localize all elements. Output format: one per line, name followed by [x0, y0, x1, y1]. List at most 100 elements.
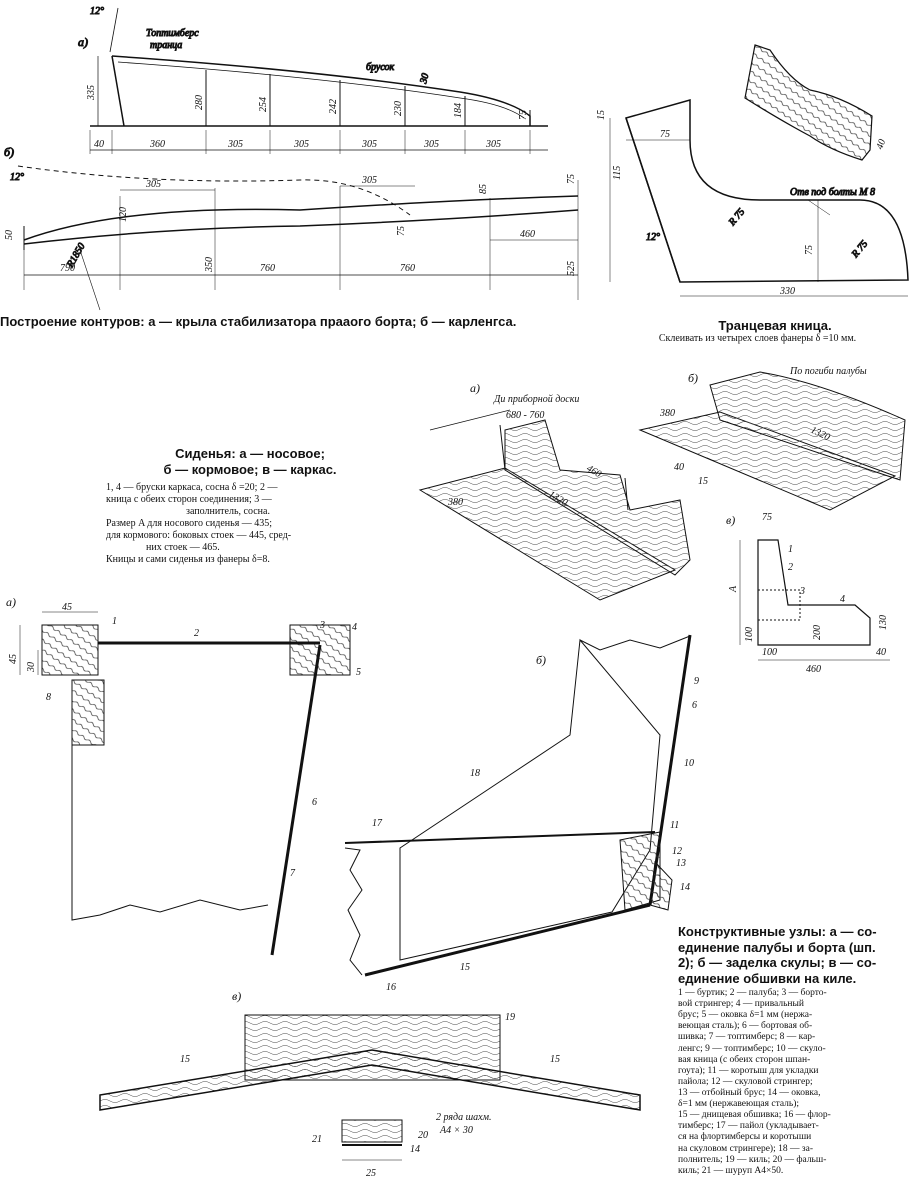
karlengs-dims: 50 305 120 305 85 75 75 460 525 350 790 … — [4, 174, 577, 276]
svg-text:б): б) — [536, 653, 546, 667]
wing-height-dims: 335 280 254 242 230 184 75 — [86, 85, 529, 120]
svg-text:2: 2 — [788, 562, 793, 573]
wing-contour-drawing: а) 12° Топтимберс транца брусок 30 — [78, 6, 548, 154]
svg-text:200: 200 — [812, 625, 823, 640]
node-a-drawing: а) — [6, 595, 351, 956]
svg-text:305: 305 — [145, 179, 161, 190]
bow-seat-drawing: а) Ди приборной доски 680 - 760 — [418, 381, 691, 601]
svg-text:2 ряда шахм.: 2 ряда шахм. — [436, 1112, 491, 1123]
svg-text:760: 760 — [260, 263, 275, 274]
svg-text:40: 40 — [94, 139, 104, 150]
svg-text:15: 15 — [460, 962, 470, 973]
svg-text:305: 305 — [361, 175, 377, 186]
svg-text:360: 360 — [149, 139, 165, 150]
angle-label: 12° — [90, 6, 104, 17]
svg-text:115: 115 — [612, 166, 623, 180]
svg-text:790: 790 — [60, 263, 75, 274]
toptimbers-label-2: транца — [150, 40, 182, 51]
svg-text:14: 14 — [680, 882, 690, 893]
contours-caption: Построение контуров: а — крыла стабилиза… — [0, 314, 517, 329]
svg-text:100: 100 — [744, 627, 755, 642]
svg-text:75: 75 — [518, 110, 529, 120]
svg-text:б): б) — [688, 371, 698, 385]
bolt-holes-label: Отв под болты М 8 — [790, 187, 875, 198]
node-b-drawing: б) — [344, 634, 692, 977]
svg-text:15: 15 — [596, 110, 607, 120]
svg-text:25: 25 — [366, 1168, 376, 1179]
svg-text:184: 184 — [453, 103, 464, 118]
svg-text:а): а) — [470, 381, 480, 395]
svg-text:30: 30 — [418, 72, 431, 85]
transom-caption: Транцевая кница. — [718, 318, 832, 333]
svg-text:75: 75 — [660, 129, 670, 140]
svg-text:R 75: R 75 — [726, 207, 747, 229]
svg-text:460: 460 — [520, 229, 535, 240]
svg-text:а): а) — [6, 595, 16, 609]
svg-text:20: 20 — [418, 1130, 428, 1141]
svg-text:460: 460 — [806, 664, 821, 675]
svg-text:85: 85 — [478, 184, 489, 194]
svg-text:330: 330 — [779, 286, 795, 297]
svg-text:8: 8 — [46, 692, 51, 703]
svg-text:15: 15 — [180, 1054, 190, 1065]
svg-text:130: 130 — [878, 615, 889, 630]
svg-text:254: 254 — [258, 97, 269, 112]
svg-text:45: 45 — [8, 654, 19, 664]
svg-text:2: 2 — [194, 628, 199, 639]
node-c-parts: 19 15 15 20 21 14 2 ряда шахм. А4 × 30 2… — [180, 1012, 560, 1179]
svg-text:380: 380 — [659, 408, 675, 419]
dashboard-label: Ди приборной доски — [493, 394, 579, 405]
svg-text:А4 × 30: А4 × 30 — [439, 1125, 473, 1136]
svg-text:75: 75 — [762, 512, 772, 523]
svg-text:40: 40 — [874, 138, 888, 151]
svg-text:760: 760 — [400, 263, 415, 274]
node-b-parts: 9 6 10 11 12 13 14 15 16 17 18 — [372, 676, 699, 993]
svg-text:40: 40 — [876, 647, 886, 658]
nodes-legend: 1 — буртик; 2 — палуба; 3 — борто- вой с… — [678, 988, 831, 1176]
toptimbers-label-1: Топтимберс — [146, 28, 199, 39]
nodes-caption: Конструктивные узлы: а — со- единение па… — [678, 924, 877, 986]
karlengs-drawing: б) 12° R1850 — [4, 145, 579, 311]
svg-text:525: 525 — [566, 261, 577, 276]
node-c-drawing: в) — [99, 989, 641, 1161]
seats-caption-2: б — кормовое; в — каркас. — [163, 462, 337, 477]
svg-text:3: 3 — [319, 620, 325, 631]
brusok-label: брусок — [366, 62, 395, 73]
seat-frame-dims: 75 100 200 130 100 40 460 — [744, 512, 889, 675]
label-a-wing: а) — [78, 35, 88, 49]
seats-legend: 1, 4 — бруски каркаса, сосна δ =20; 2 — … — [106, 482, 292, 565]
svg-text:75: 75 — [396, 226, 407, 236]
svg-text:4: 4 — [840, 594, 845, 605]
seats-caption-1: Сиденья: а — носовое; — [175, 446, 325, 461]
svg-text:18: 18 — [470, 768, 480, 779]
svg-text:10: 10 — [684, 758, 694, 769]
svg-text:7: 7 — [290, 868, 296, 879]
svg-text:680 - 760: 680 - 760 — [506, 410, 544, 421]
svg-text:100: 100 — [762, 647, 777, 658]
svg-text:5: 5 — [356, 667, 361, 678]
svg-text:230: 230 — [393, 101, 404, 116]
svg-text:21: 21 — [312, 1134, 322, 1145]
svg-text:6: 6 — [312, 797, 317, 808]
letter-a: A — [728, 585, 739, 593]
node-a-parts: 1 2 3 4 5 6 7 8 45 45 30 — [8, 602, 361, 879]
svg-text:4: 4 — [352, 622, 357, 633]
svg-text:50: 50 — [4, 230, 15, 240]
svg-text:16: 16 — [386, 982, 396, 993]
svg-text:30: 30 — [26, 662, 37, 673]
stern-seat-drawing: б) По погиби палубы — [638, 366, 906, 511]
label-b-karl: б) — [4, 145, 14, 159]
transom-note: Склеивать из четырех слоев фанеры δ =10 … — [658, 333, 857, 344]
svg-text:120: 120 — [118, 207, 129, 222]
transom-knee-drawing: R 75 R 75 Отв под болты М 8 12° — [609, 44, 909, 297]
svg-text:13: 13 — [676, 858, 686, 869]
seat-frame-drawing: в) A 1 2 3 4 — [726, 513, 890, 661]
svg-text:3: 3 — [799, 586, 805, 597]
svg-text:45: 45 — [62, 602, 72, 613]
wing-bottom-dims: 40 360 305 305 305 305 305 — [94, 139, 501, 150]
svg-text:305: 305 — [361, 139, 377, 150]
svg-text:R 75: R 75 — [849, 239, 870, 261]
svg-text:350: 350 — [204, 257, 215, 273]
svg-text:75: 75 — [566, 174, 577, 184]
